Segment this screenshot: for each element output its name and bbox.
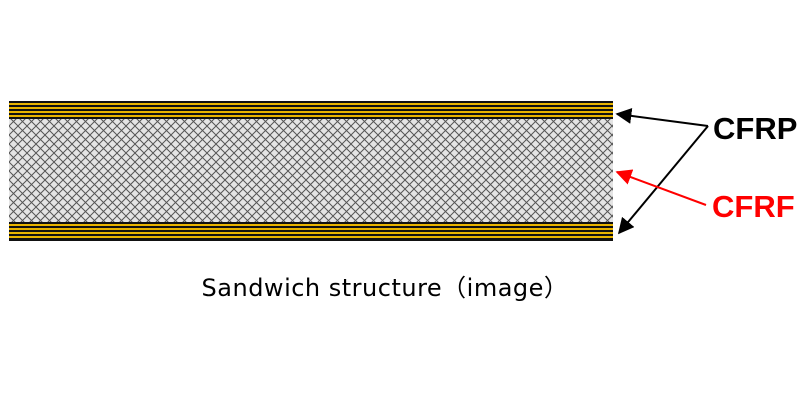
top-cfrp-layer [9, 101, 613, 119]
diagram-caption: Sandwich structure（image） [201, 274, 569, 302]
cfrp-arrow-bottom [617, 125, 709, 235]
cfrp-arrow-top [615, 107, 709, 127]
bottom-cfrp-layer [9, 222, 613, 241]
cfrp-label: CFRP [713, 111, 798, 146]
cfrf-arrow [615, 169, 707, 206]
cfrf-core-layer [9, 119, 613, 222]
cfrf-label: CFRF [712, 189, 795, 224]
